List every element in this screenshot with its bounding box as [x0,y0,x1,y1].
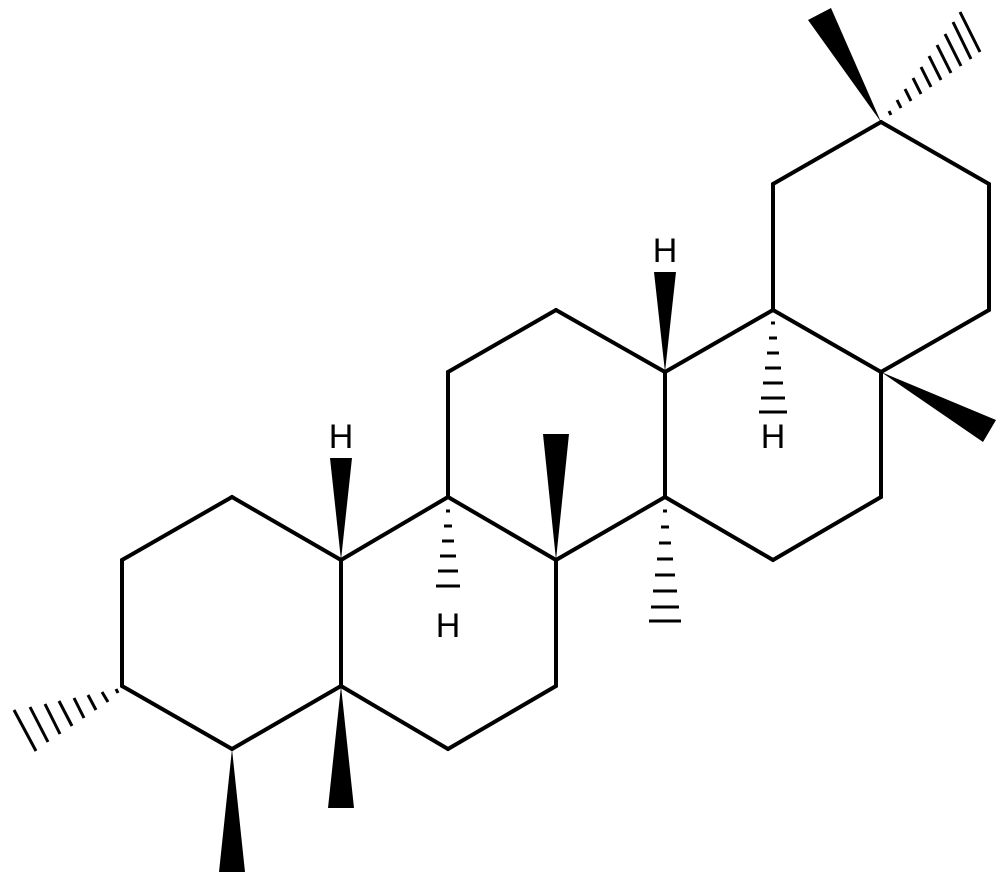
bond [879,120,991,186]
hash-bond [887,110,893,116]
wedge-bond [881,372,996,442]
bond [663,308,775,374]
hash-bond [943,33,963,67]
hash-bond [919,66,933,88]
bond [339,684,450,751]
hash-bond [57,700,74,727]
hash-bond [12,709,38,752]
bond [554,308,667,374]
bond [554,495,667,562]
atom-labels: H H H H [329,232,786,645]
hash-bond [100,691,110,703]
bond [663,495,775,562]
hash-bond [114,688,120,694]
hash-bond [958,11,982,53]
bond [446,495,558,562]
bond [446,308,558,374]
bond [771,308,883,374]
bond [230,684,343,751]
hash-bond [911,77,923,95]
bond [339,495,450,562]
bond [120,495,234,562]
bond [446,684,558,751]
hydrogen-label: H [436,607,461,645]
wedge-bond [330,458,352,560]
hash-bond [895,99,903,109]
hash-bond [927,55,943,81]
hash-bond [951,21,973,60]
hash-bond [28,706,50,743]
bond [771,495,883,562]
hash-bonds [12,11,982,752]
wedge-bond [328,686,354,808]
wedge-bond [219,749,245,872]
hash-bond [72,697,86,719]
bond [230,495,343,562]
wedge-bond [543,434,569,560]
hash-bond [935,44,953,74]
hydrogen-label: H [329,418,354,456]
hydrogen-label: H [761,418,786,456]
hash-bond [903,88,913,102]
bond [771,120,883,186]
hash-bond [43,703,62,735]
hash-bond [86,694,98,711]
hydrogen-label: H [653,232,678,270]
wedge-bond [808,8,881,122]
wedge-bonds [219,8,996,872]
bond [879,308,991,374]
bonds [120,120,991,751]
bond [120,684,234,751]
wedge-bond [654,272,676,372]
